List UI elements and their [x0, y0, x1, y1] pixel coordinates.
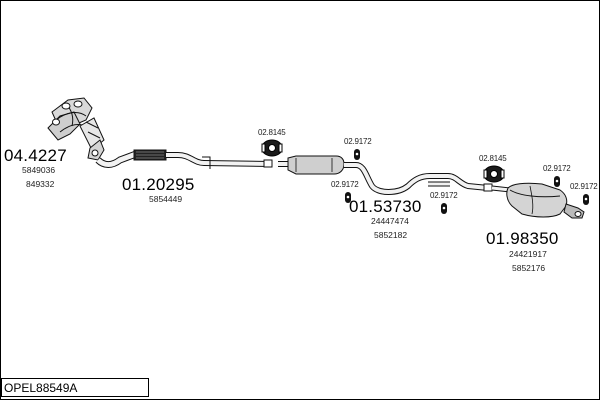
- hanger-d-icon: [554, 176, 560, 187]
- clamp-b-icon: [483, 165, 505, 183]
- part-ref-rear-muffler-1: 24421917: [509, 249, 547, 259]
- fitting-label-hanger-d: 02.9172: [543, 164, 571, 173]
- fitting-label-hanger-c: 02.9172: [430, 191, 458, 200]
- fitting-label-hanger-b: 02.9172: [331, 180, 359, 189]
- part-ref-rear-muffler-2: 5852176: [512, 263, 546, 273]
- fitting-label-hanger-a: 02.9172: [344, 137, 372, 146]
- clamp-a-icon: [261, 139, 283, 157]
- hanger-b-icon: [345, 192, 351, 203]
- part-ref-manifold-1: 5849036: [22, 165, 56, 175]
- rear-muffler-part: [483, 182, 585, 219]
- front-pipe-part: [95, 149, 273, 169]
- center-muffler-part: [278, 155, 489, 195]
- part-number-front-pipe: 01.20295: [122, 175, 195, 194]
- part-number-center-muffler: 01.53730: [349, 197, 422, 216]
- part-ref-center-muffler-1: 24447474: [371, 216, 409, 226]
- part-ref-manifold-2: 849332: [26, 179, 55, 189]
- fitting-label-clamp-b: 02.8145: [479, 154, 507, 163]
- hanger-a-icon: [354, 149, 360, 160]
- hanger-e-icon: [583, 194, 589, 205]
- diagram-code: OPEL88549A: [4, 381, 78, 395]
- fitting-label-hanger-e: 02.9172: [570, 182, 598, 191]
- diagram-code-box: OPEL88549A: [1, 378, 149, 397]
- part-number-manifold: 04.4227: [4, 146, 67, 165]
- fitting-label-clamp-a: 02.8145: [258, 128, 286, 137]
- manifold-catalyst-part: [47, 97, 105, 161]
- hanger-c-icon: [441, 203, 447, 214]
- part-number-rear-muffler: 01.98350: [486, 229, 559, 248]
- part-ref-front-pipe-1: 5854449: [149, 194, 183, 204]
- part-ref-center-muffler-2: 5852182: [374, 230, 408, 240]
